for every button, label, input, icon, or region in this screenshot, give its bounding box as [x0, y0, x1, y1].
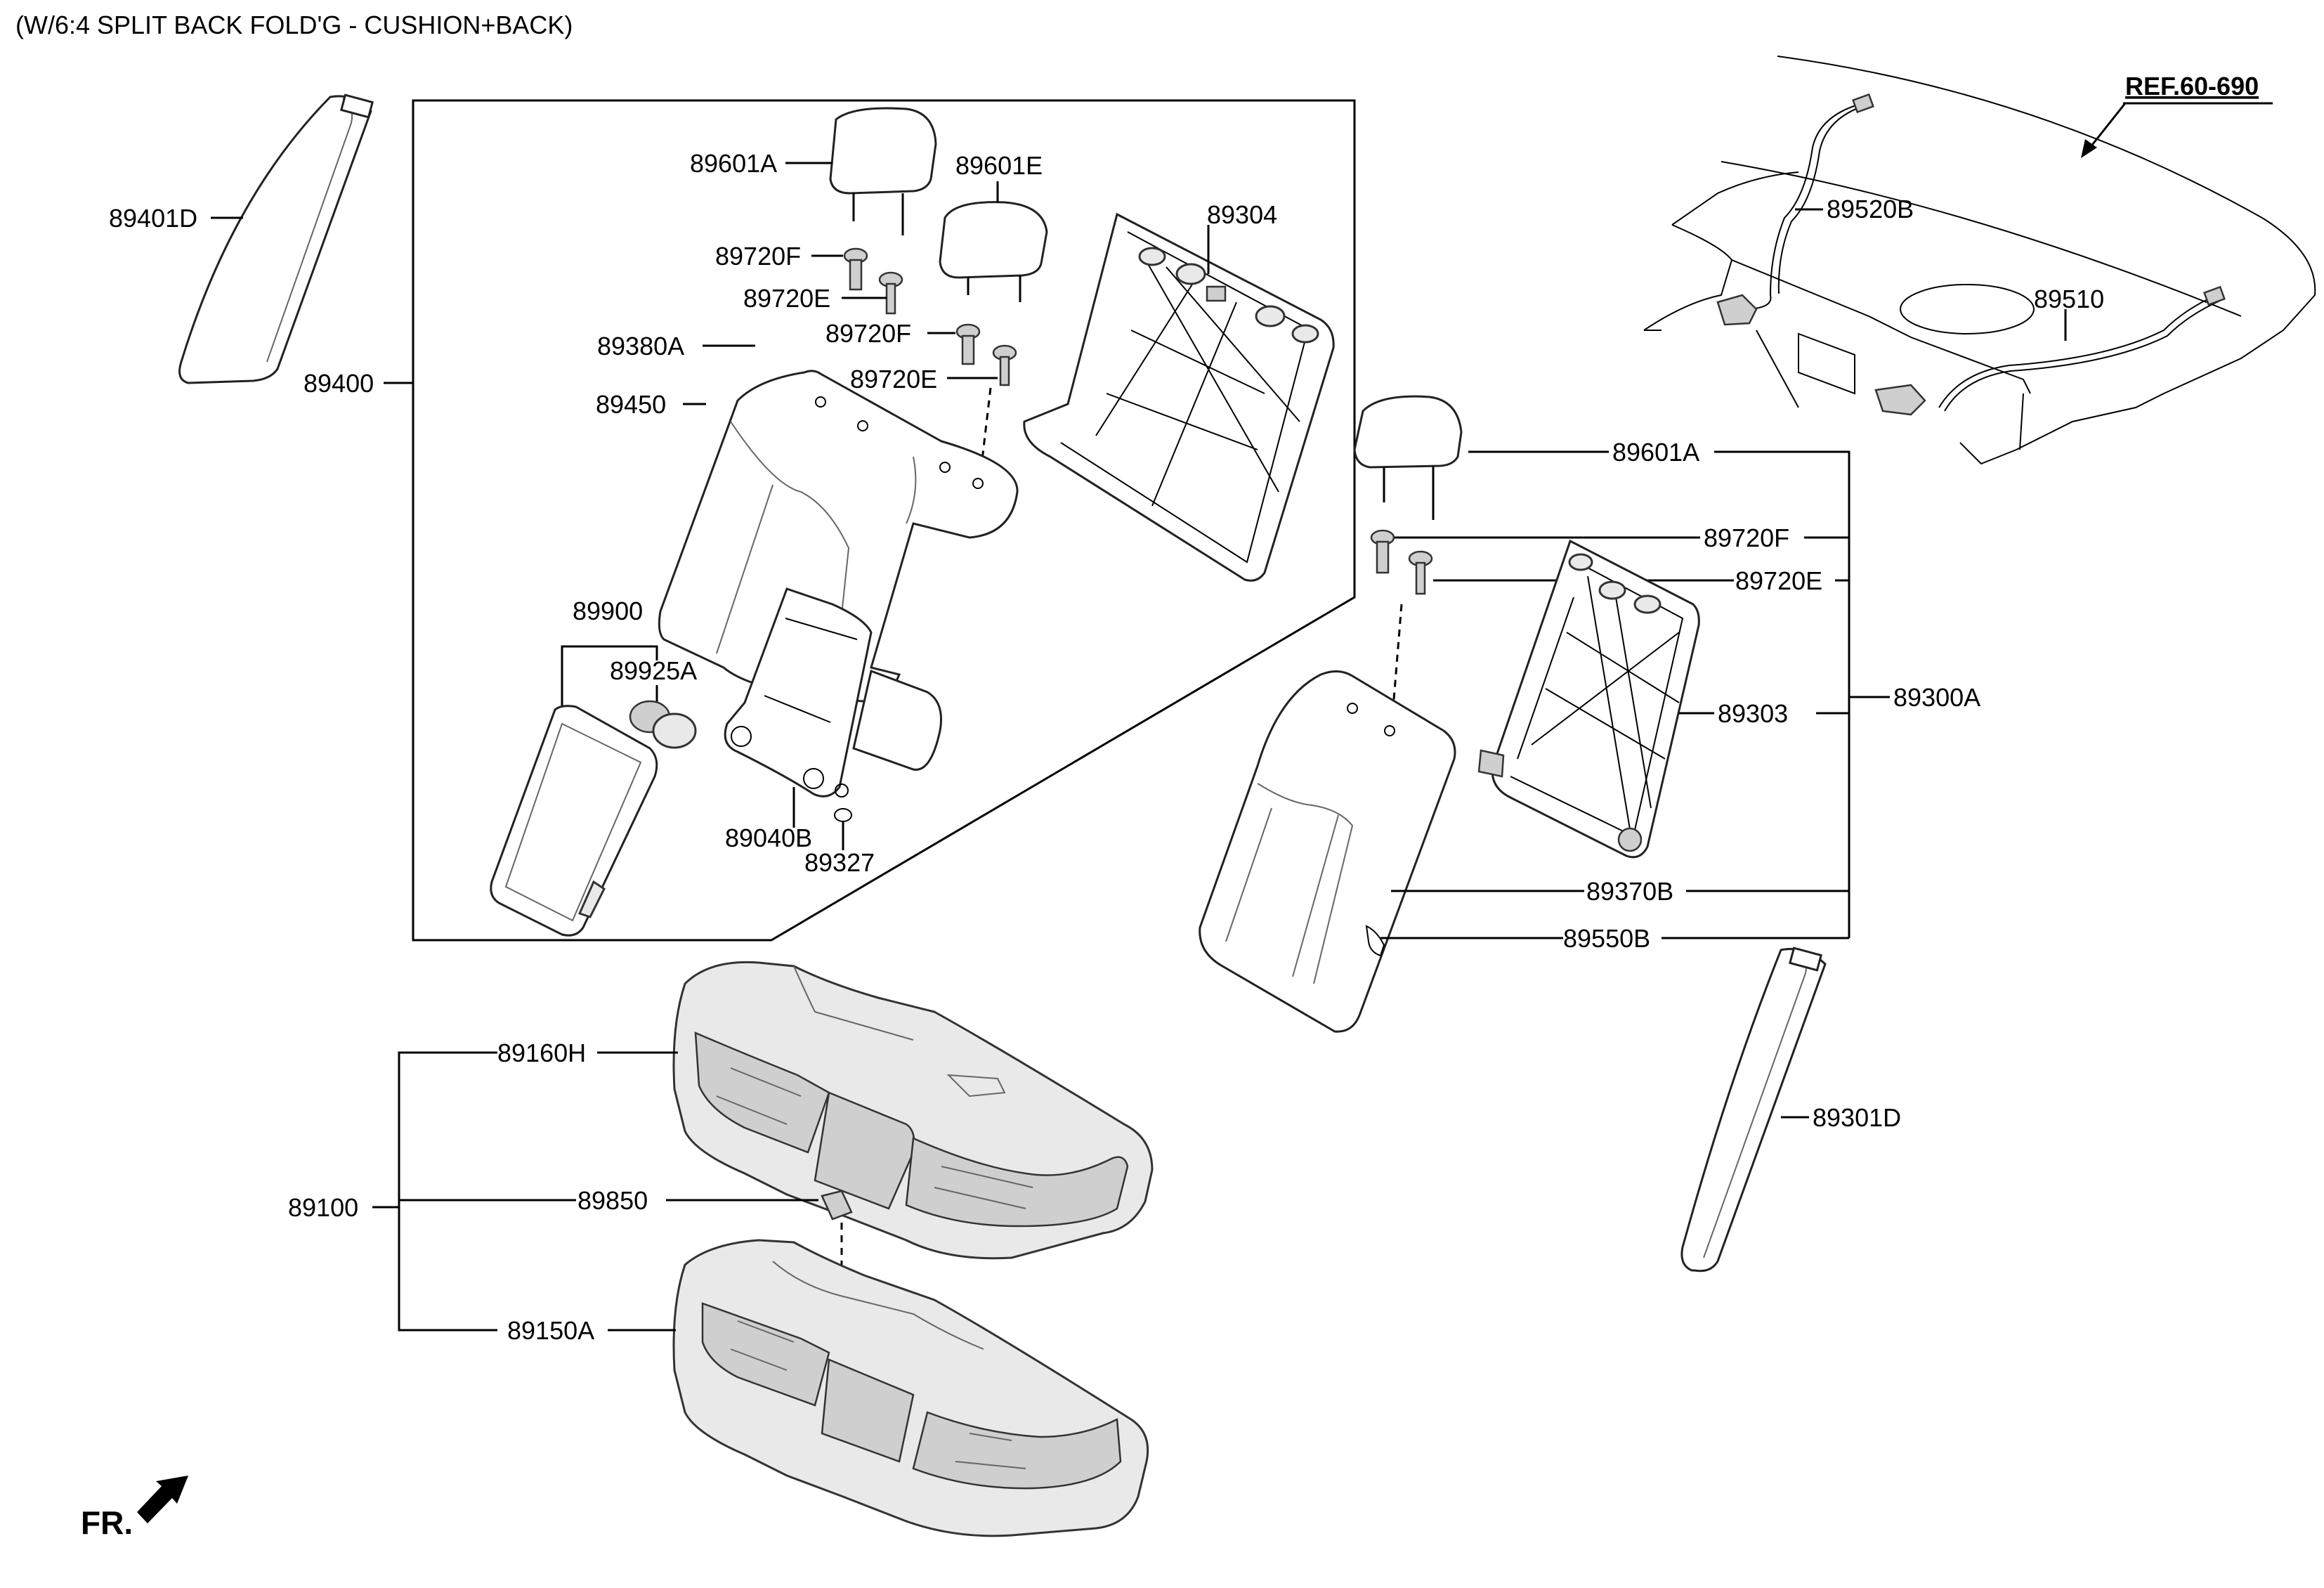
- label-89720F-1: 89720F: [715, 242, 801, 271]
- front-arrow-icon: [137, 1476, 188, 1523]
- cushion-pad-89150A[interactable]: [672, 1239, 1149, 1537]
- side-bolster-right[interactable]: [1680, 946, 1827, 1273]
- arrow-head-icon: [2081, 139, 2097, 158]
- label-89400: 89400: [303, 369, 374, 398]
- headrest-89601E[interactable]: [939, 201, 1048, 302]
- front-indicator-label: FR.: [81, 1504, 133, 1541]
- label-89380A: 89380A: [597, 332, 684, 360]
- back-frame-89304[interactable]: [1023, 212, 1335, 582]
- label-89601A-right: 89601A: [1612, 438, 1699, 467]
- cup-holder-89925A[interactable]: [629, 700, 697, 749]
- release-cable-89520B[interactable]: [1716, 93, 1874, 326]
- clip-89850[interactable]: [821, 1190, 853, 1265]
- label-89304: 89304: [1207, 200, 1277, 229]
- label-89601E: 89601E: [955, 151, 1043, 180]
- label-89720E-right: 89720E: [1735, 566, 1822, 595]
- label-89370B: 89370B: [1586, 877, 1673, 906]
- reference-label: REF.60-690: [2125, 72, 2259, 100]
- label-89550B: 89550B: [1563, 924, 1650, 953]
- label-89601A-top: 89601A: [690, 149, 777, 178]
- cushion-cover-89160H[interactable]: [672, 961, 1154, 1260]
- armrest-bracket-89040B[interactable]: [724, 587, 873, 798]
- headrest-89601A-top[interactable]: [829, 107, 937, 235]
- back-frame-89303[interactable]: [1477, 539, 1700, 859]
- label-89850: 89850: [577, 1186, 648, 1215]
- label-89450: 89450: [596, 390, 666, 419]
- label-89720F-right: 89720F: [1704, 523, 1789, 552]
- label-89900: 89900: [573, 597, 643, 625]
- armrest-89900[interactable]: [490, 705, 658, 937]
- back-cushion-89370B[interactable]: [1199, 670, 1456, 1033]
- label-89510: 89510: [2034, 285, 2104, 313]
- label-89100: 89100: [288, 1193, 358, 1222]
- headrest-89601A-right[interactable]: [1353, 395, 1463, 520]
- label-89160H: 89160H: [497, 1039, 586, 1067]
- guide-bolt-89720F-1[interactable]: [843, 247, 868, 291]
- label-89720E-1: 89720E: [743, 284, 830, 313]
- label-89327: 89327: [804, 848, 875, 877]
- label-89401D: 89401D: [109, 204, 197, 233]
- label-89150A: 89150A: [507, 1316, 594, 1345]
- label-89303: 89303: [1718, 699, 1788, 728]
- guide-bolt-89720F-2[interactable]: [955, 323, 981, 365]
- bracket-89100: [398, 1051, 497, 1332]
- back-cushion-89380A[interactable]: [658, 370, 1019, 771]
- label-89520B: 89520B: [1827, 195, 1914, 223]
- label-89720E-2: 89720E: [850, 365, 937, 393]
- guide-bolt-89720E-2[interactable]: [992, 344, 1017, 386]
- assembly-frame-89400: [412, 99, 1356, 942]
- guide-bolt-89720E-right[interactable]: [1408, 550, 1433, 595]
- label-89300A: 89300A: [1893, 683, 1980, 712]
- side-bolster-left[interactable]: [178, 93, 374, 384]
- label-89040B: 89040B: [725, 824, 812, 852]
- guide-bolt-89720F-right[interactable]: [1370, 529, 1395, 574]
- ring-89327[interactable]: [834, 808, 852, 822]
- label-89925A: 89925A: [610, 656, 697, 685]
- release-cable-89510[interactable]: [1874, 285, 2226, 416]
- label-89301D: 89301D: [1813, 1103, 1901, 1132]
- trunk-area-outline: [1643, 56, 2316, 465]
- diagram-title: (W/6:4 SPLIT BACK FOLD'G - CUSHION+BACK): [15, 11, 573, 39]
- guide-bolt-89720E-1[interactable]: [878, 271, 903, 315]
- label-89720F-2: 89720F: [825, 319, 911, 348]
